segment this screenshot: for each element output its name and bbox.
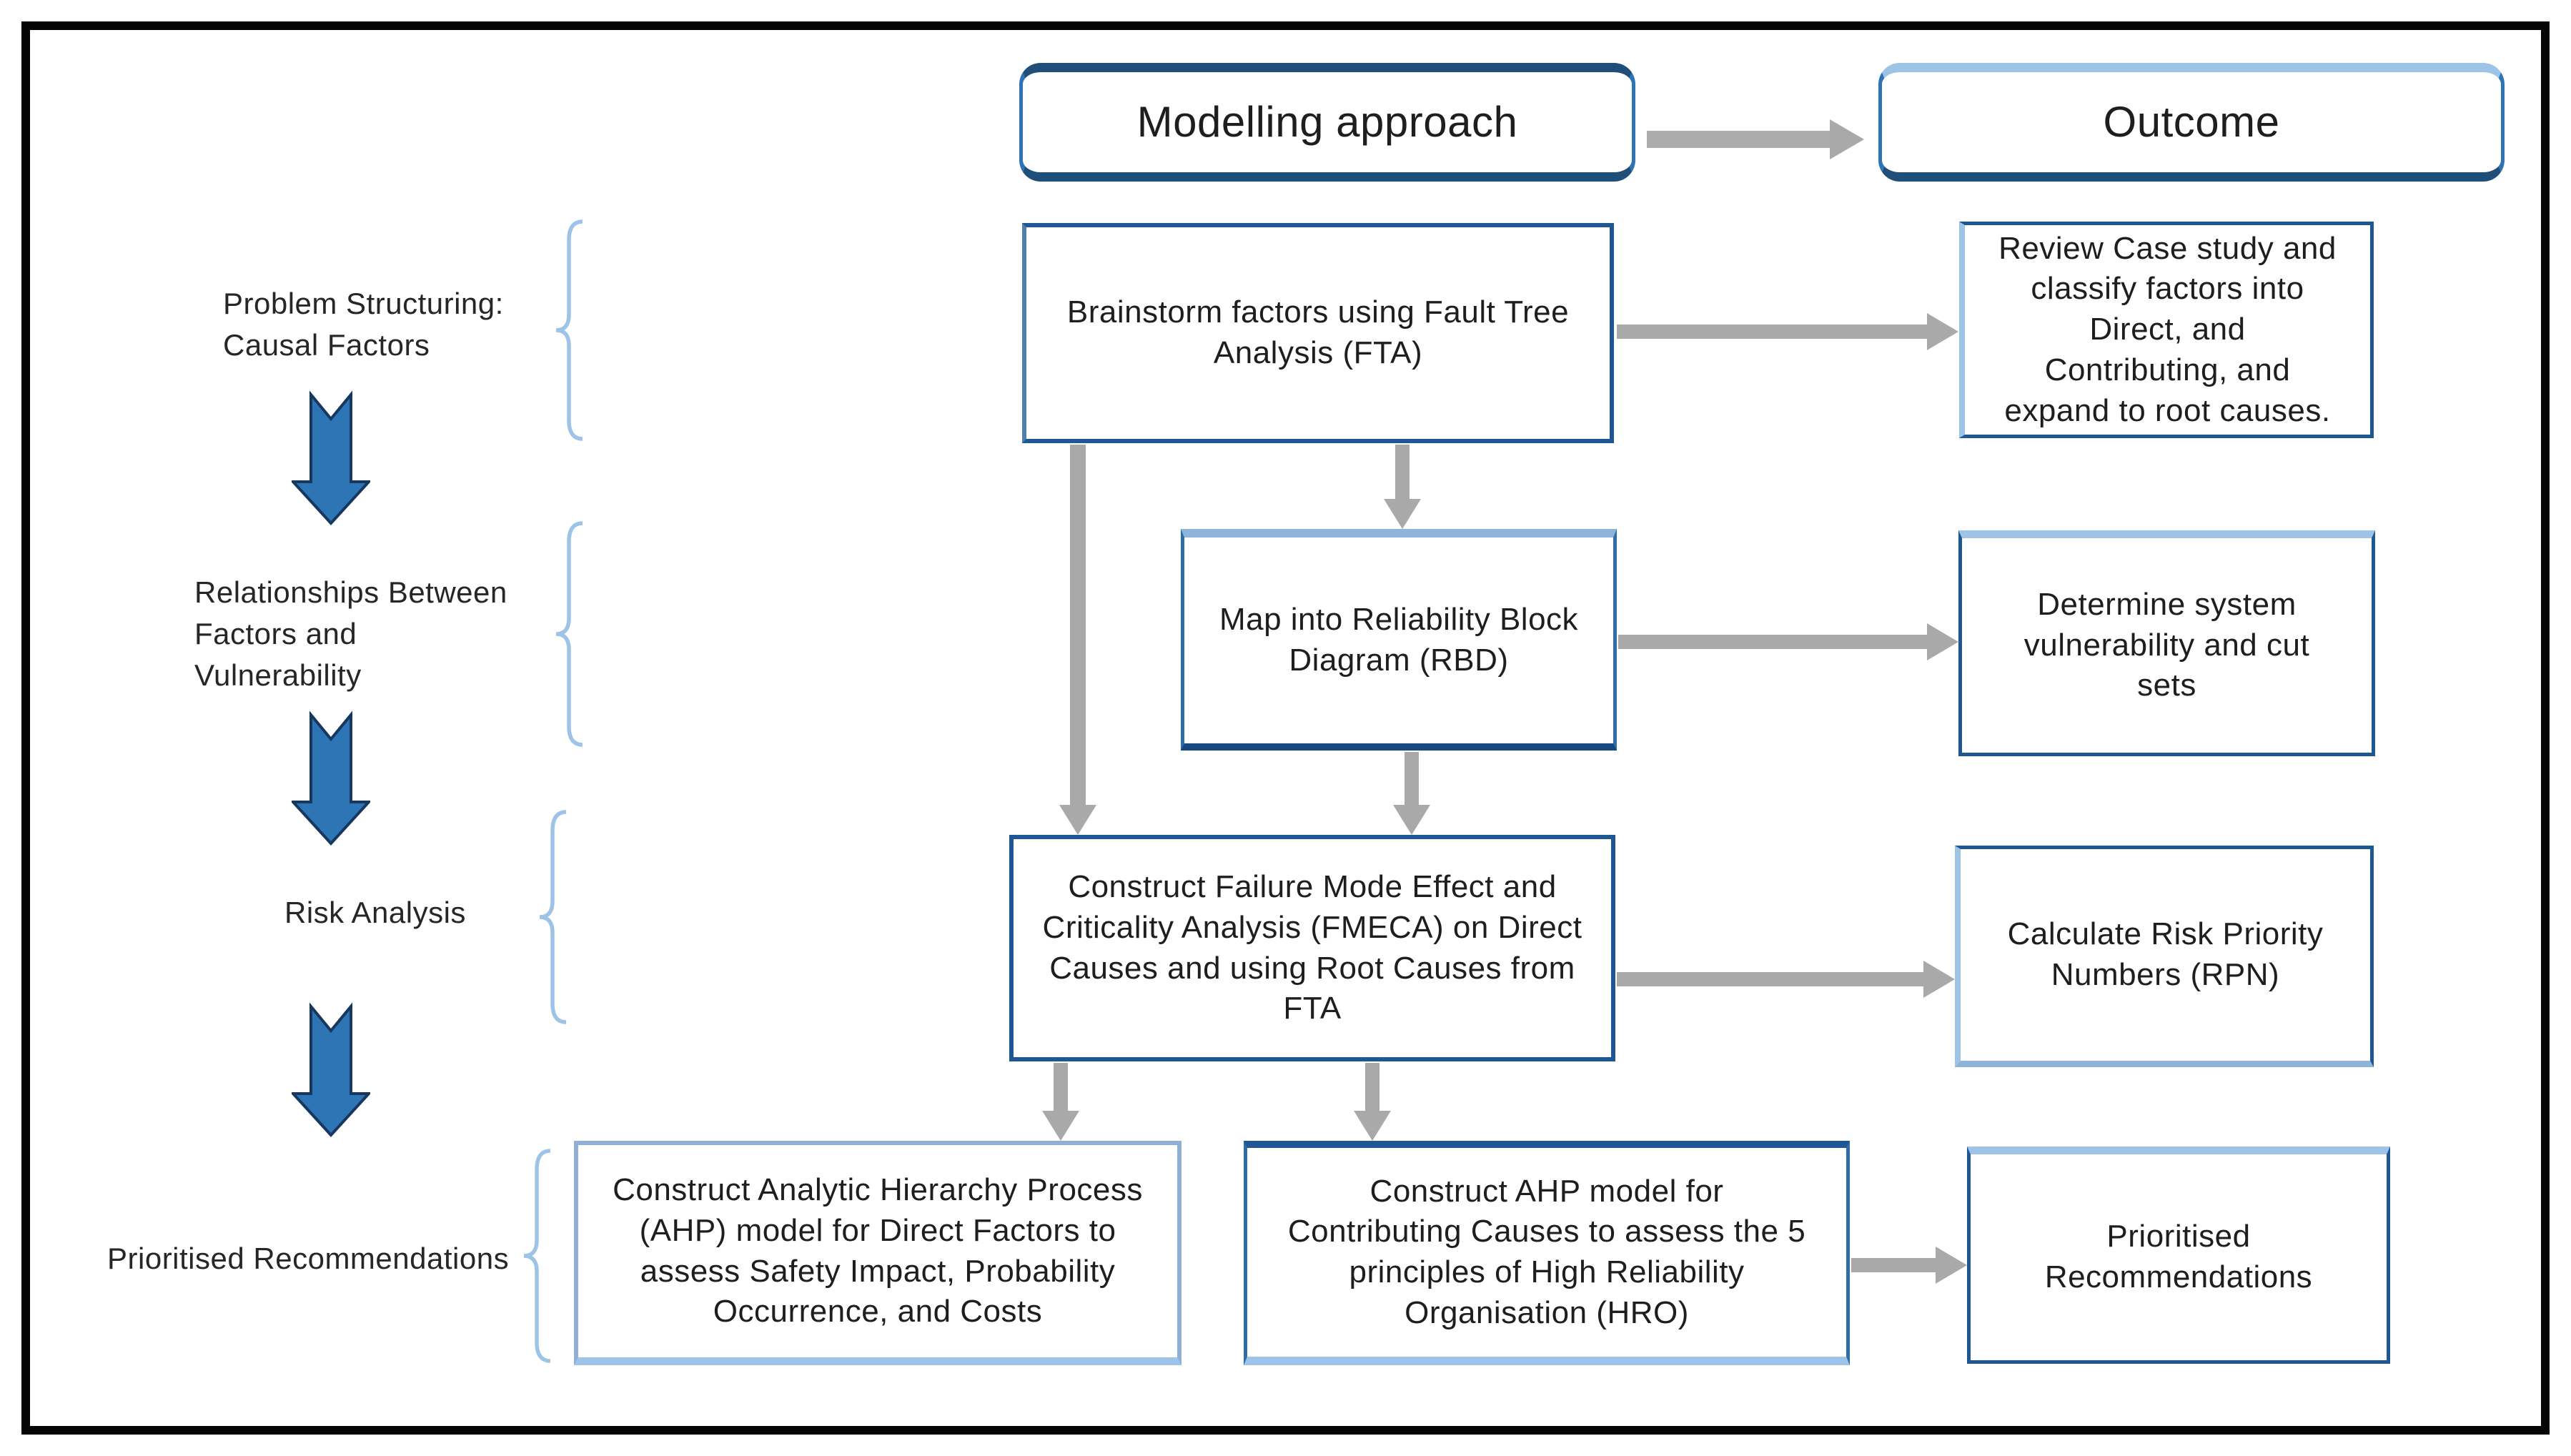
- flow-arrow-rbd-to-fmeca: [1393, 752, 1430, 835]
- arrow-shaft: [1851, 1258, 1936, 1272]
- arrow-head: [1059, 805, 1096, 835]
- outcome-box-vulnerability-cut-sets-text: Determine system vulnerability and cut s…: [2023, 586, 2310, 703]
- process-box-rbd: Map into Reliability Block Diagram (RBD): [1181, 529, 1617, 751]
- arrow-head: [1384, 499, 1421, 529]
- arrow-shaft: [1647, 131, 1830, 148]
- header-outcome: Outcome: [1878, 63, 2505, 182]
- header-outcome-label: Outcome: [2103, 98, 2280, 147]
- brace-icon: [555, 219, 583, 441]
- stage-label-problem-structuring: Problem Structuring: Causal Factors: [223, 287, 504, 362]
- outcome-box-vulnerability-cut-sets: Determine system vulnerability and cut s…: [1958, 530, 2375, 756]
- process-box-fmeca: Construct Failure Mode Effect and Critic…: [1009, 835, 1615, 1061]
- down-block-arrow-icon: [292, 710, 370, 846]
- arrow-head: [1927, 313, 1958, 350]
- process-box-fta: Brainstorm factors using Fault Tree Anal…: [1022, 223, 1614, 443]
- flow-arrow-fmeca-to-rpn: [1617, 961, 1955, 998]
- arrow-shaft: [1618, 635, 1927, 649]
- arrow-shaft: [1365, 1063, 1379, 1111]
- arrow-head: [1927, 623, 1958, 660]
- down-block-arrow-icon: [292, 390, 370, 525]
- process-box-ahp-direct-text: Construct Analytic Hierarchy Process (AH…: [613, 1172, 1143, 1329]
- process-box-ahp-direct: Construct Analytic Hierarchy Process (AH…: [574, 1141, 1182, 1365]
- process-box-fmeca-text: Construct Failure Mode Effect and Critic…: [1042, 869, 1582, 1026]
- outcome-box-review-classify: Review Case study and classify factors i…: [1959, 222, 2374, 438]
- flow-arrow-fta-to-review: [1617, 313, 1958, 350]
- arrow-head: [1354, 1111, 1391, 1141]
- arrow-shaft: [1054, 1063, 1068, 1111]
- arrow-shaft: [1617, 972, 1923, 986]
- arrow-shaft: [1405, 752, 1419, 805]
- brace-icon: [555, 521, 583, 747]
- brace-icon: [523, 1149, 551, 1363]
- outcome-box-review-classify-text: Review Case study and classify factors i…: [1998, 230, 2337, 428]
- process-box-ahp-contributing: Construct AHP model for Contributing Cau…: [1244, 1141, 1850, 1365]
- arrow-shaft: [1395, 445, 1410, 499]
- flow-arrow-fmeca-to-ahp-contributing: [1354, 1063, 1391, 1141]
- arrow-head: [1830, 119, 1864, 159]
- stage-label-risk-analysis: Risk Analysis: [284, 896, 466, 929]
- down-block-arrow-icon: [292, 1002, 370, 1137]
- flow-arrow-fta-to-rbd: [1384, 445, 1421, 529]
- brace-icon: [539, 810, 567, 1024]
- outcome-box-prioritised-recommendations: Prioritised Recommendations: [1967, 1147, 2390, 1364]
- flow-arrow-ahp-to-prioritised: [1851, 1247, 1967, 1284]
- flow-arrow-fmeca-to-ahp-direct: [1042, 1063, 1079, 1141]
- arrow-head: [1923, 961, 1955, 998]
- arrow-head: [1042, 1111, 1079, 1141]
- arrow-head: [1936, 1247, 1967, 1284]
- stage-label-prioritised-recommendations: Prioritised Recommendations: [107, 1242, 510, 1275]
- flow-arrow-modelling-to-outcome: [1647, 119, 1864, 159]
- arrow-shaft: [1617, 325, 1927, 339]
- outcome-box-prioritised-recommendations-text: Prioritised Recommendations: [2044, 1219, 2313, 1294]
- process-box-rbd-text: Map into Reliability Block Diagram (RBD): [1219, 602, 1579, 678]
- outcome-box-risk-priority-numbers: Calculate Risk Priority Numbers (RPN): [1955, 846, 2374, 1067]
- process-box-ahp-contributing-text: Construct AHP model for Contributing Cau…: [1287, 1173, 1806, 1330]
- flow-arrow-rbd-to-vulnerability: [1618, 623, 1958, 660]
- stage-label-relationships: Relationships Between Factors and Vulner…: [194, 575, 507, 692]
- header-modelling-label: Modelling approach: [1136, 98, 1518, 147]
- arrow-head: [1393, 805, 1430, 835]
- header-modelling-approach: Modelling approach: [1019, 63, 1635, 182]
- outcome-box-risk-priority-numbers-text: Calculate Risk Priority Numbers (RPN): [2007, 916, 2324, 992]
- figure-border: [21, 21, 2550, 1435]
- process-box-fta-text: Brainstorm factors using Fault Tree Anal…: [1066, 294, 1570, 370]
- arrow-shaft: [1070, 445, 1086, 805]
- flow-arrow-fta-to-fmeca: [1059, 445, 1096, 835]
